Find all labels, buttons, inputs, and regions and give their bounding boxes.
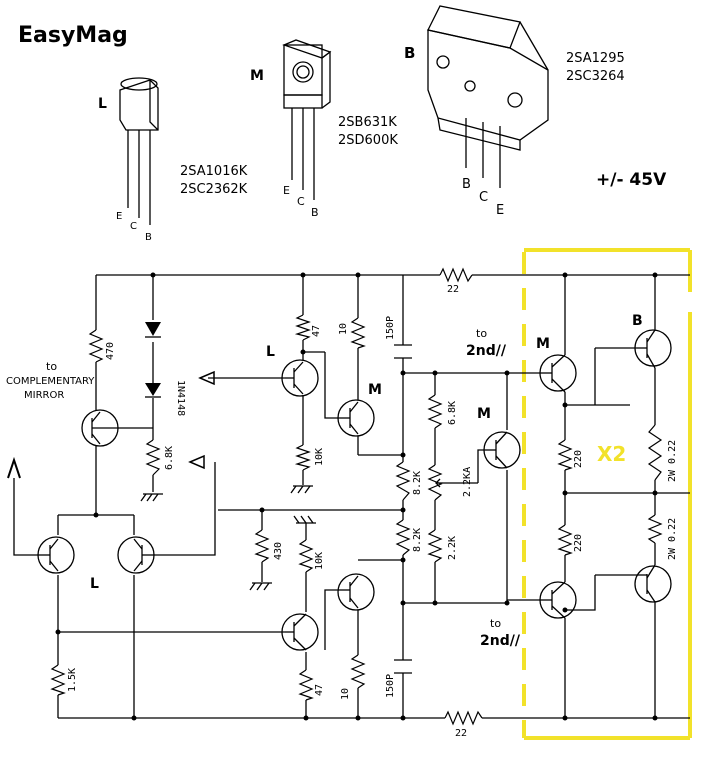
package-b-part-2: 2SC3264 <box>566 69 625 84</box>
label-transistor-m-driver: M <box>368 382 382 398</box>
package-l-letter: L <box>98 96 107 112</box>
label-r22b: 22 <box>455 728 467 739</box>
label-r47a: 47 <box>311 325 322 337</box>
label-second-upper: 2nd// <box>466 343 507 359</box>
label-r430: 430 <box>273 542 284 560</box>
label-r220b: 220 <box>573 534 584 552</box>
label-transistor-m-out: M <box>536 336 550 352</box>
label-c150a: 150P <box>385 316 396 340</box>
label-r6k8b: 6.8K <box>447 401 458 425</box>
label-r10b: 10 <box>340 688 351 700</box>
label-r1k5: 1.5K <box>67 668 78 692</box>
label-r6k8a: 6.8K <box>164 446 175 470</box>
label-r8k2b: 8.2K <box>412 528 423 552</box>
package-m-part-1: 2SB631K <box>338 115 397 130</box>
junction-dots <box>55 272 658 721</box>
label-c150b: 150P <box>385 674 396 698</box>
package-l-pin-1: E <box>116 211 122 222</box>
package-m-pin-1: E <box>283 184 290 197</box>
supply-voltage: +/- 45V <box>596 170 667 190</box>
label-transistor-l-diff: L <box>90 576 99 592</box>
diodes <box>145 322 161 398</box>
label-r47b: 47 <box>314 684 325 696</box>
package-m-drawing <box>282 39 332 200</box>
label-transistor-l-driver: L <box>266 344 275 360</box>
label-transistor-b-out: B <box>632 313 643 329</box>
label-r10a: 10 <box>338 323 349 335</box>
capacitors <box>394 344 412 674</box>
label-mirror: MIRROR <box>24 390 64 401</box>
label-to-lower: to <box>490 617 501 630</box>
package-b-letter: B <box>404 44 415 62</box>
label-r470: 470 <box>105 342 116 360</box>
package-b-drawing <box>427 5 549 188</box>
label-r10ka: 10K <box>314 448 325 466</box>
package-l-pin-2: C <box>130 221 137 232</box>
label-r022a: 2W 0.22 <box>667 440 678 482</box>
label-r022b: 2W 0.22 <box>667 518 678 560</box>
wiring <box>13 274 690 719</box>
label-r10kb: 10K <box>314 552 325 570</box>
output-stage-highlight <box>522 248 692 740</box>
package-m-pin-2: C <box>297 195 305 208</box>
package-m-letter: M <box>250 68 264 84</box>
component-labels: 470 1N4148 6.8K 47 10 150P 22 10K 6.8K 8… <box>67 284 678 739</box>
package-l-drawing <box>119 77 159 225</box>
label-r22a: 22 <box>447 284 459 295</box>
label-pot: 2.2KA <box>462 467 473 497</box>
package-m-part-2: 2SD600K <box>338 133 398 148</box>
package-b-pin-1: B <box>462 177 471 192</box>
label-1n4148: 1N4148 <box>175 380 186 416</box>
package-b-pin-2: C <box>479 190 488 205</box>
label-complementary: COMPLEMENTARY <box>6 376 95 387</box>
label-r8k2a: 8.2K <box>412 471 423 495</box>
package-b-part-1: 2SA1295 <box>566 51 625 66</box>
multiplier-label: X2 <box>597 442 626 466</box>
label-to-upper: to <box>476 327 487 340</box>
package-m-pin-3: B <box>311 206 319 219</box>
transistors <box>37 329 672 651</box>
label-transistor-m-vas: M <box>477 406 491 422</box>
signal-arrows <box>7 370 215 479</box>
package-b-pin-3: E <box>496 203 504 218</box>
label-r220a: 220 <box>573 450 584 468</box>
page-title: EasyMag <box>18 23 128 48</box>
package-l-pin-3: B <box>145 232 152 243</box>
package-l-part-2: 2SC2362K <box>180 182 248 197</box>
resistors <box>50 267 663 726</box>
label-r2k2: 2.2K <box>447 536 458 560</box>
package-l-part-1: 2SA1016K <box>180 164 248 179</box>
label-to-mirror: to <box>46 360 57 373</box>
label-second-lower: 2nd// <box>480 633 521 649</box>
